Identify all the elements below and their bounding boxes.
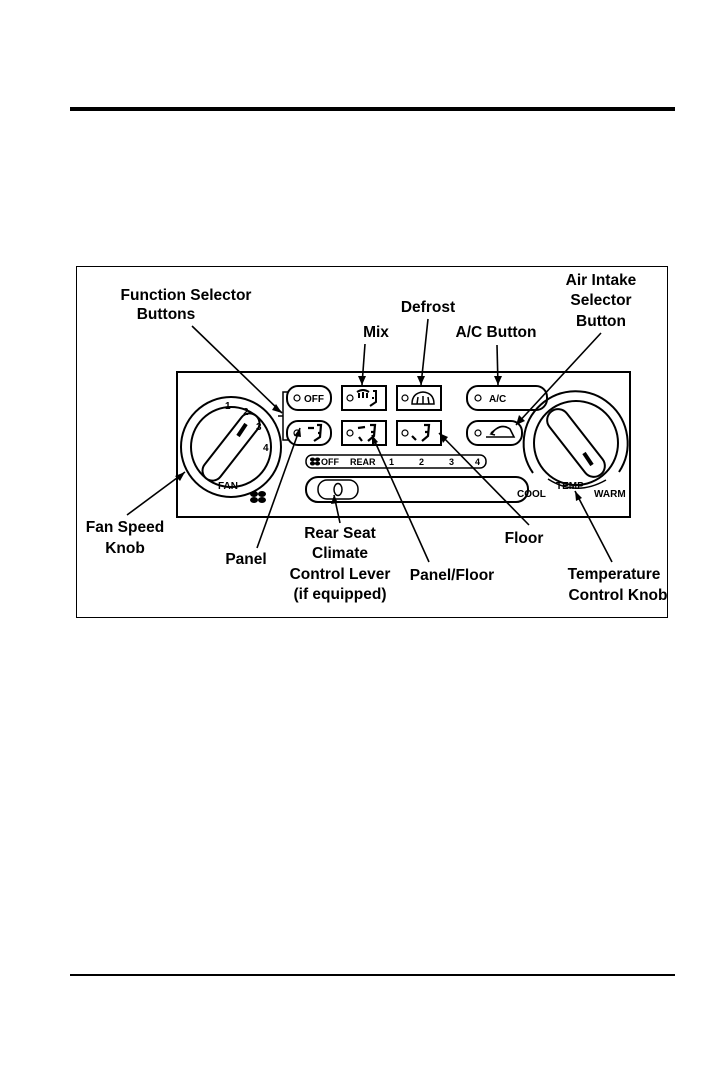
floor-button[interactable] xyxy=(397,421,441,445)
rear-scale-off: OFF xyxy=(321,457,339,467)
panel-floor-button[interactable] xyxy=(342,421,386,445)
rear-scale-2: 2 xyxy=(419,457,424,467)
air-intake-label-line3: Button xyxy=(576,313,626,330)
defrost-button[interactable] xyxy=(397,386,441,410)
rear-seat-label-line2: Climate xyxy=(312,545,368,562)
fan-speed-3: 3 xyxy=(256,422,262,433)
cool-label: COOL xyxy=(517,489,546,500)
mix-label: Mix xyxy=(363,324,389,341)
fan-speed-1: 1 xyxy=(225,401,231,412)
rear-seat-label-line3: Control Lever xyxy=(290,566,391,583)
rear-scale-3: 3 xyxy=(449,457,454,467)
panel-label: Panel xyxy=(225,551,266,568)
air-intake-button[interactable] xyxy=(467,421,522,445)
ac-button[interactable]: A/C xyxy=(467,386,547,410)
floor-label: Floor xyxy=(505,530,544,547)
air-intake-label: Air Intake xyxy=(566,272,637,289)
off-button-label: OFF xyxy=(304,394,324,405)
ac-button-callout-label: A/C Button xyxy=(456,324,537,341)
function-selector-label-line2: Buttons xyxy=(137,306,196,323)
fan-speed-knob-label-line2: Knob xyxy=(105,540,145,557)
air-intake-label-line2: Selector xyxy=(570,292,631,309)
rear-scale-rear: REAR xyxy=(350,457,376,467)
fan-speed-knob-label: Fan Speed xyxy=(86,519,164,536)
ac-button-label: A/C xyxy=(489,394,506,405)
defrost-label: Defrost xyxy=(401,299,455,316)
temperature-knob-label-line2: Control Knob xyxy=(568,587,667,604)
temp-label: TEMP xyxy=(556,481,584,492)
off-button[interactable]: OFF xyxy=(287,386,331,410)
rear-scale-1: 1 xyxy=(389,457,394,467)
rear-seat-label-line4: (if equipped) xyxy=(294,586,387,603)
fan-speed-2: 2 xyxy=(243,407,249,418)
fan-label: FAN xyxy=(218,481,238,492)
mix-button[interactable] xyxy=(342,386,386,410)
rear-scale-4: 4 xyxy=(475,457,480,467)
panel-floor-label: Panel/Floor xyxy=(410,567,494,584)
panel-button[interactable] xyxy=(287,421,331,445)
warm-label: WARM xyxy=(594,489,626,500)
bottom-rule xyxy=(70,974,675,976)
fan-speed-4: 4 xyxy=(263,443,269,454)
rear-seat-label: Rear Seat xyxy=(304,525,376,542)
temperature-knob-label: Temperature xyxy=(568,566,661,583)
function-selector-label: Function Selector xyxy=(121,287,252,304)
